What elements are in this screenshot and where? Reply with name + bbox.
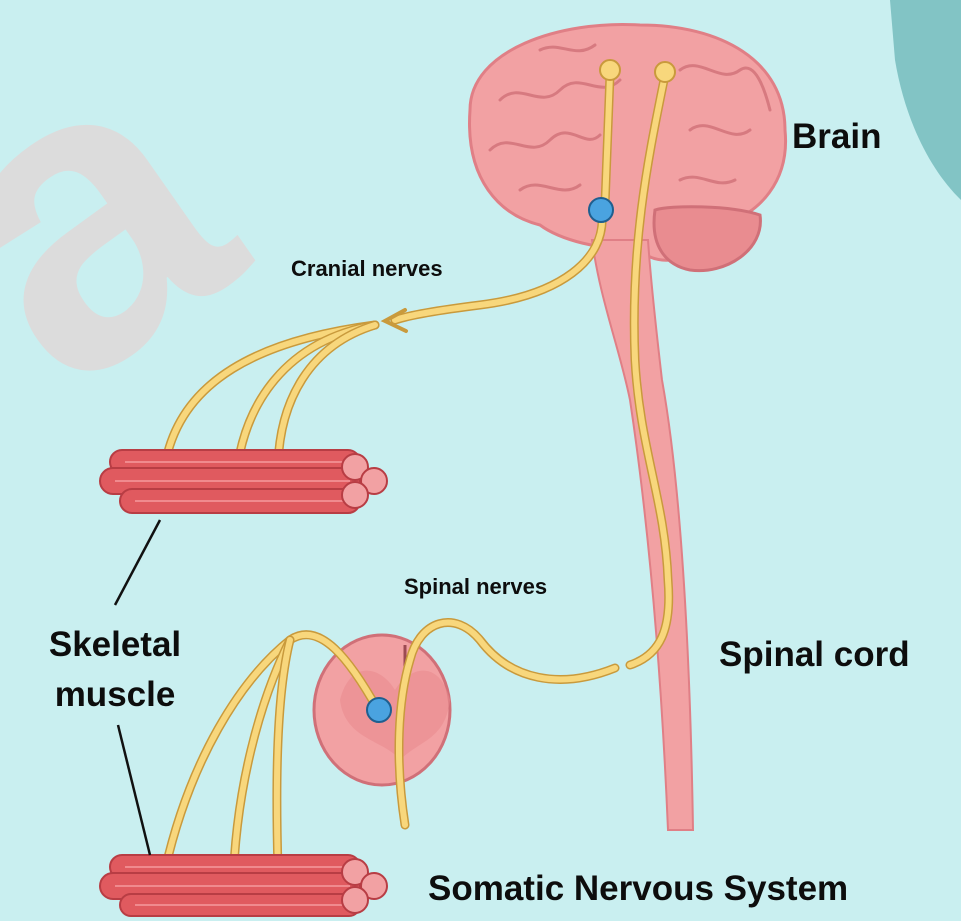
diagram-title: Somatic Nervous System [428,869,848,909]
neuron-cell-body-spinal [367,698,391,722]
label-skeletal-line2: muscle [35,670,195,720]
label-skeletal-line1: Skeletal [35,620,195,670]
brain [470,24,786,830]
label-cranial-nerves: Cranial nerves [291,256,443,282]
leader-line-upper [115,520,160,605]
skeletal-muscle-upper [100,450,387,513]
skeletal-muscle-lower [100,855,387,916]
label-brain: Brain [792,117,881,157]
corner-blob [890,0,961,200]
neuron-cell-body-brain [589,198,613,222]
leader-line-lower [118,725,150,855]
label-spinal-nerves: Spinal nerves [404,574,547,600]
label-skeletal-muscle: Skeletal muscle [35,620,195,720]
label-spinal-cord: Spinal cord [719,635,910,675]
